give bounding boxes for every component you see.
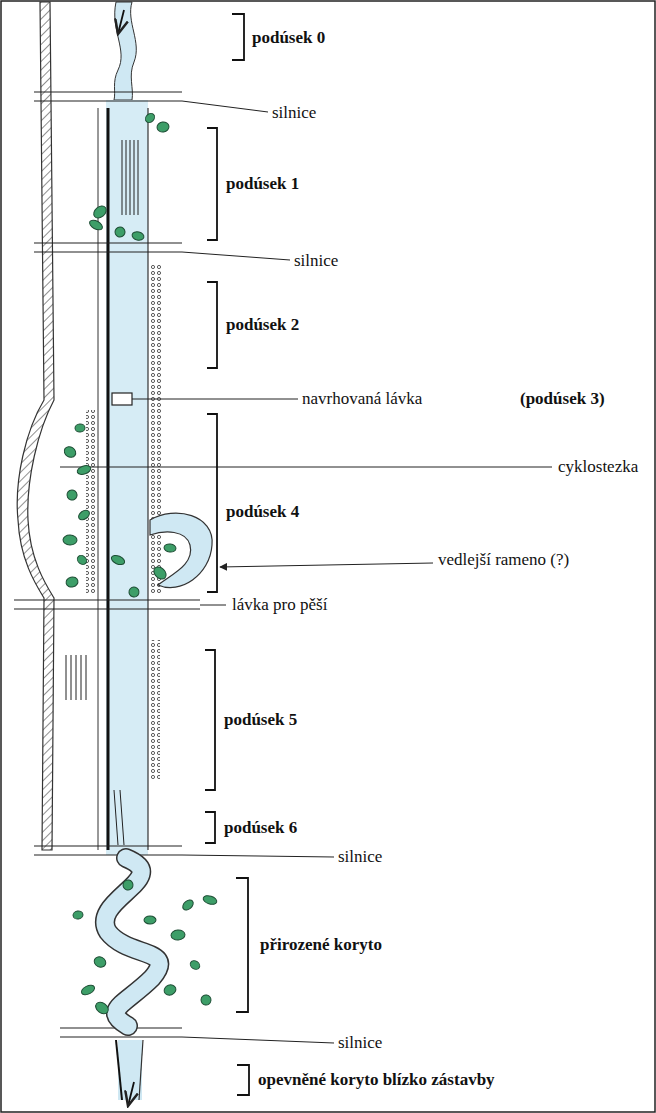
road-label: silnice [272, 103, 316, 123]
road-label: silnice [294, 251, 338, 271]
stream [114, 2, 136, 100]
flow-arrow [128, 1082, 134, 1106]
meander [105, 858, 159, 1026]
section-label: podúsek 0 [252, 28, 325, 48]
road-label: silnice [338, 1033, 382, 1053]
shrub [91, 204, 108, 221]
shrub [110, 554, 126, 567]
shrub [76, 464, 92, 476]
shrub [189, 959, 202, 971]
shrub [72, 910, 83, 919]
flow-arrow [118, 10, 124, 34]
road [34, 92, 182, 1037]
shrub [75, 424, 85, 433]
vegetation [62, 112, 218, 1017]
shrub [127, 585, 141, 599]
stone-bank [150, 265, 162, 595]
shrub [88, 218, 104, 232]
bank-hatching [66, 140, 138, 845]
footbridge-label: lávka pro pěší [232, 595, 327, 615]
section-label: (podúsek 3) [520, 389, 605, 409]
shrub [156, 121, 169, 133]
section-label: přirozené koryto [260, 935, 382, 955]
side-arm [150, 513, 212, 587]
shrub [151, 565, 168, 582]
road-label: silnice [338, 847, 382, 867]
path-edge [98, 108, 99, 850]
shrub [202, 894, 218, 906]
shrub [66, 489, 79, 502]
shrub [181, 898, 195, 912]
side-arm-label: vedlejší rameno (?) [438, 550, 569, 570]
stone-bank [86, 410, 96, 595]
section-label: podúsek 6 [224, 818, 297, 838]
shrub [80, 983, 96, 996]
stone-bank [150, 640, 160, 780]
channel [106, 100, 148, 855]
footbridge [14, 600, 200, 609]
channel-wall [116, 1040, 122, 1100]
channel-wall [139, 1040, 143, 1100]
bridge-label: navrhovaná lávka [302, 389, 422, 409]
shrub [63, 535, 77, 545]
shrub [164, 543, 177, 552]
bridge-symbol [112, 393, 132, 405]
section-label: opevněné koryto blízko zástavby [258, 1070, 495, 1090]
shrub [62, 444, 78, 459]
shrub [65, 576, 79, 589]
embankment [17, 2, 54, 850]
shrub [144, 916, 156, 924]
shrub [122, 879, 134, 891]
shrub [76, 554, 89, 567]
shrub [199, 993, 213, 1007]
shrub [93, 1000, 110, 1016]
shrub [92, 955, 107, 969]
section-label: podúsek 2 [226, 315, 299, 335]
section-label: podúsek 5 [224, 710, 297, 730]
shrub [113, 225, 126, 238]
channel-wall [147, 108, 148, 850]
shrub [163, 983, 178, 997]
section-label: podúsek 4 [226, 502, 299, 522]
shrub [144, 112, 157, 125]
meander-outline [105, 858, 159, 1026]
channel-wall [107, 108, 110, 850]
leader-line [60, 101, 552, 1043]
path-label: cyklostezka [558, 457, 638, 477]
section-label: podúsek 1 [226, 174, 299, 194]
shrub [171, 930, 186, 941]
shrub [131, 231, 144, 241]
shrub [77, 508, 91, 521]
